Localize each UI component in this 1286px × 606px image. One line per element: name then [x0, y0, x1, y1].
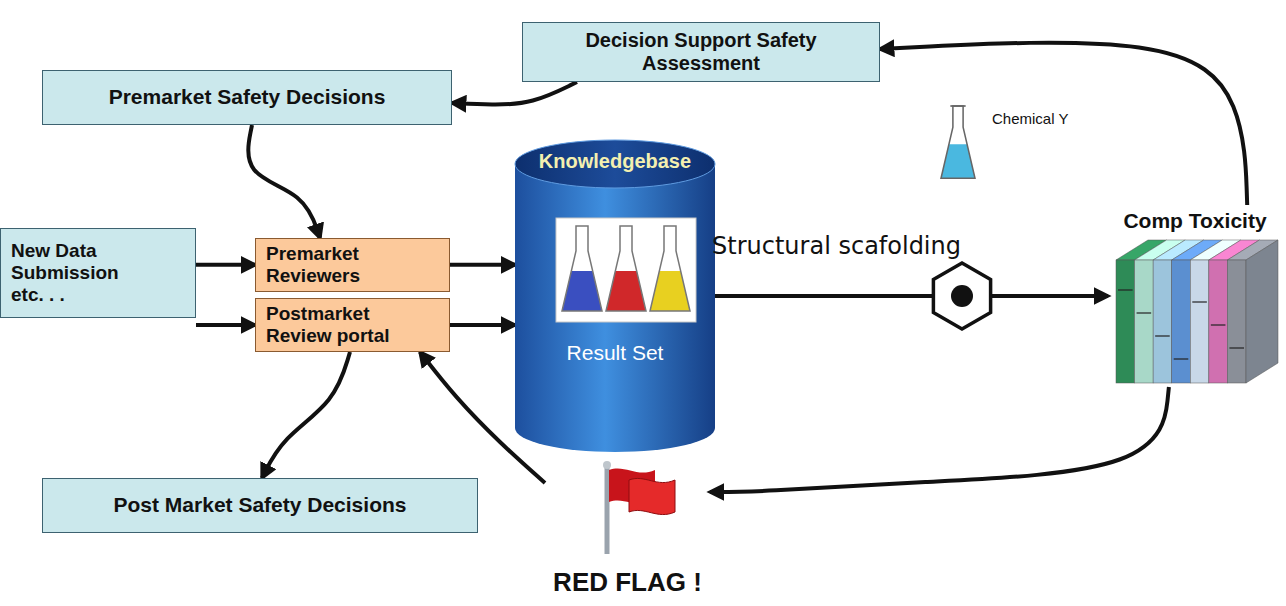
scaffold-hexagon — [933, 263, 990, 329]
cube-slab — [1116, 260, 1135, 383]
toxicity-cube: Comp Toxicity — [1108, 205, 1282, 387]
node-text: Premarket Reviewers — [266, 243, 411, 287]
cylinder-top — [515, 140, 715, 188]
flag-pole — [605, 466, 610, 554]
cube-slab — [1190, 260, 1209, 383]
flow-arrow — [196, 323, 255, 327]
flow-arrow — [262, 352, 350, 478]
cube-side — [1246, 240, 1278, 383]
database-cylinder: KnowledgebaseResult Set — [515, 140, 715, 452]
flow-arrow — [248, 125, 320, 238]
cube-mark — [1174, 358, 1189, 359]
node-text: New Data Submission etc. . . — [11, 240, 156, 306]
decision-box: Premarket Safety Decisions — [42, 70, 452, 125]
input-box: New Data Submission etc. . . — [0, 228, 196, 318]
cube-mark — [1118, 289, 1133, 290]
cube-mark — [1192, 301, 1207, 302]
cube-mark — [1229, 347, 1244, 348]
cube-slab — [1153, 260, 1172, 383]
database-caption: Result Set — [567, 341, 664, 365]
flow-arrow — [450, 263, 515, 267]
node-text: Comp Toxicity — [1123, 209, 1266, 233]
review-box: Postmarket Review portal — [255, 298, 450, 352]
node-text: Post Market Safety Decisions — [114, 493, 407, 517]
cube-shape — [1108, 205, 1282, 387]
flag-cloth — [629, 478, 675, 514]
node-text: RED FLAG ! — [553, 568, 702, 598]
flow-arrow — [880, 43, 1247, 205]
node-text: Postmarket Review portal — [266, 303, 411, 347]
cube-slab — [1135, 260, 1154, 383]
cube-mark — [1137, 312, 1152, 313]
red-flag: RED FLAG ! — [545, 458, 710, 598]
cube-slab — [1172, 260, 1191, 383]
flow-arrow — [452, 82, 577, 105]
edge-label: Structural scafolding — [712, 232, 961, 260]
flow-arrow — [715, 294, 1108, 298]
review-box: Premarket Reviewers — [255, 238, 450, 292]
node-text: Decision Support Safety Assessment — [533, 29, 869, 75]
cyl-shape — [515, 140, 715, 452]
assessment-box: Decision Support Safety Assessment — [522, 22, 880, 82]
cylinder-body — [515, 164, 715, 452]
flow-arrow — [196, 263, 255, 267]
node-text: Premarket Safety Decisions — [109, 85, 386, 109]
database-title: Knowledgebase — [539, 150, 691, 173]
flow-arrow — [450, 323, 515, 327]
chemical-flask — [941, 106, 975, 178]
decision-box: Post Market Safety Decisions — [42, 478, 478, 533]
cube-mark — [1155, 335, 1170, 336]
flag-pole-top — [603, 461, 611, 469]
flow-arrow — [710, 387, 1169, 492]
chemical-label: Chemical Y — [992, 110, 1068, 127]
cube-slab — [1209, 260, 1228, 383]
cube-mark — [1211, 324, 1226, 325]
cube-slab — [1227, 260, 1246, 383]
